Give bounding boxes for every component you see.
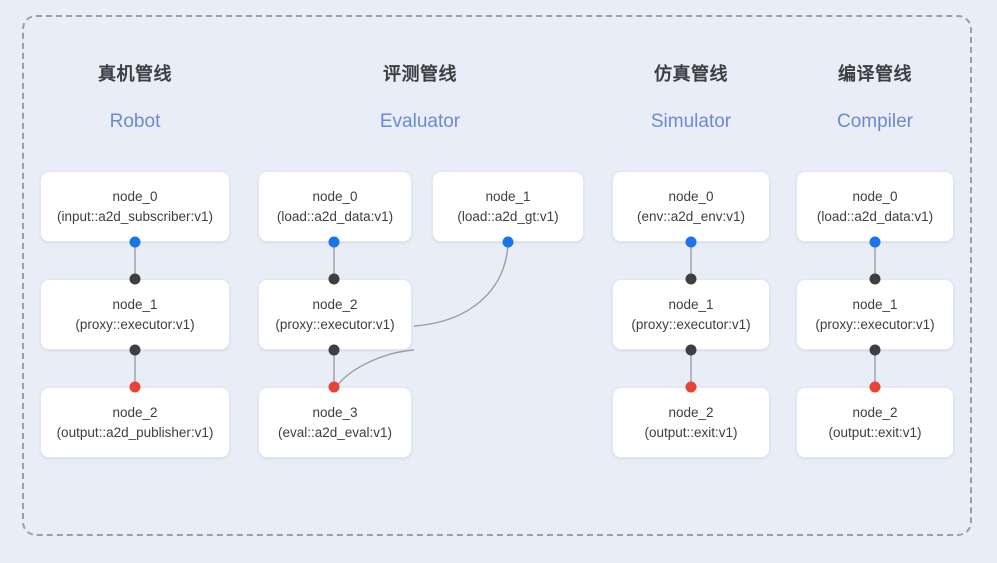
node-name: node_2 bbox=[852, 404, 898, 420]
node-compiler-2[interactable]: node_2 (output::exit:v1) bbox=[796, 387, 954, 458]
port-in-dot-simulator-1[interactable] bbox=[685, 273, 697, 285]
node-spec: (output::exit:v1) bbox=[828, 424, 922, 440]
node-spec: (proxy::executor:v1) bbox=[275, 316, 395, 332]
port-out-dot-robot-1[interactable] bbox=[129, 344, 141, 356]
port-in-dot-compiler-1[interactable] bbox=[869, 273, 881, 285]
port-out-dot-compiler-1[interactable] bbox=[869, 344, 881, 356]
node-name: node_2 bbox=[668, 404, 714, 420]
node-name: node_1 bbox=[485, 188, 531, 204]
port-out-dot-simulator-0[interactable] bbox=[685, 236, 697, 248]
node-simulator-1[interactable]: node_1 (proxy::executor:v1) bbox=[612, 279, 770, 350]
node-evaluator-3[interactable]: node_3 (eval::a2d_eval:v1) bbox=[258, 387, 412, 458]
port-out-dot-robot-0[interactable] bbox=[129, 236, 141, 248]
node-compiler-1[interactable]: node_1 (proxy::executor:v1) bbox=[796, 279, 954, 350]
node-spec: (load::a2d_gt:v1) bbox=[457, 208, 559, 224]
port-out-dot-compiler-0[interactable] bbox=[869, 236, 881, 248]
node-name: node_0 bbox=[668, 188, 714, 204]
node-name: node_1 bbox=[668, 296, 714, 312]
node-robot-2[interactable]: node_2 (output::a2d_publisher:v1) bbox=[40, 387, 230, 458]
node-simulator-2[interactable]: node_2 (output::exit:v1) bbox=[612, 387, 770, 458]
node-name: node_2 bbox=[112, 404, 158, 420]
node-spec: (eval::a2d_eval:v1) bbox=[277, 424, 393, 440]
node-spec: (env::a2d_env:v1) bbox=[636, 208, 746, 224]
node-name: node_3 bbox=[312, 404, 358, 420]
node-evaluator-0[interactable]: node_0 (load::a2d_data:v1) bbox=[258, 171, 412, 242]
node-spec: (output::a2d_publisher:v1) bbox=[56, 424, 214, 440]
port-in-dot-robot-2[interactable] bbox=[129, 381, 141, 393]
node-spec: (output::exit:v1) bbox=[644, 424, 738, 440]
node-spec: (proxy::executor:v1) bbox=[75, 316, 195, 332]
node-evaluator-1[interactable]: node_1 (load::a2d_gt:v1) bbox=[432, 171, 584, 242]
port-in-dot-evaluator-3[interactable] bbox=[328, 381, 340, 393]
node-name: node_0 bbox=[312, 188, 358, 204]
node-spec: (load::a2d_data:v1) bbox=[816, 208, 934, 224]
port-in-dot-compiler-2[interactable] bbox=[869, 381, 881, 393]
node-name: node_0 bbox=[852, 188, 898, 204]
node-name: node_1 bbox=[852, 296, 898, 312]
node-spec: (proxy::executor:v1) bbox=[815, 316, 935, 332]
port-in-dot-robot-1[interactable] bbox=[129, 273, 141, 285]
port-out-dot-simulator-1[interactable] bbox=[685, 344, 697, 356]
port-out-dot-evaluator-0[interactable] bbox=[328, 236, 340, 248]
node-spec: (proxy::executor:v1) bbox=[631, 316, 751, 332]
node-name: node_0 bbox=[112, 188, 158, 204]
node-evaluator-2[interactable]: node_2 (proxy::executor:v1) bbox=[258, 279, 412, 350]
node-spec: (load::a2d_data:v1) bbox=[276, 208, 394, 224]
port-in-dot-evaluator-2[interactable] bbox=[328, 273, 340, 285]
node-name: node_2 bbox=[312, 296, 358, 312]
node-name: node_1 bbox=[112, 296, 158, 312]
node-robot-1[interactable]: node_1 (proxy::executor:v1) bbox=[40, 279, 230, 350]
diagram-dashed-frame bbox=[22, 15, 972, 536]
node-simulator-0[interactable]: node_0 (env::a2d_env:v1) bbox=[612, 171, 770, 242]
port-out-dot-evaluator-1[interactable] bbox=[502, 236, 514, 248]
port-in-dot-simulator-2[interactable] bbox=[685, 381, 697, 393]
port-out-dot-evaluator-2[interactable] bbox=[328, 344, 340, 356]
node-spec: (input::a2d_subscriber:v1) bbox=[56, 208, 214, 224]
node-robot-0[interactable]: node_0 (input::a2d_subscriber:v1) bbox=[40, 171, 230, 242]
node-compiler-0[interactable]: node_0 (load::a2d_data:v1) bbox=[796, 171, 954, 242]
